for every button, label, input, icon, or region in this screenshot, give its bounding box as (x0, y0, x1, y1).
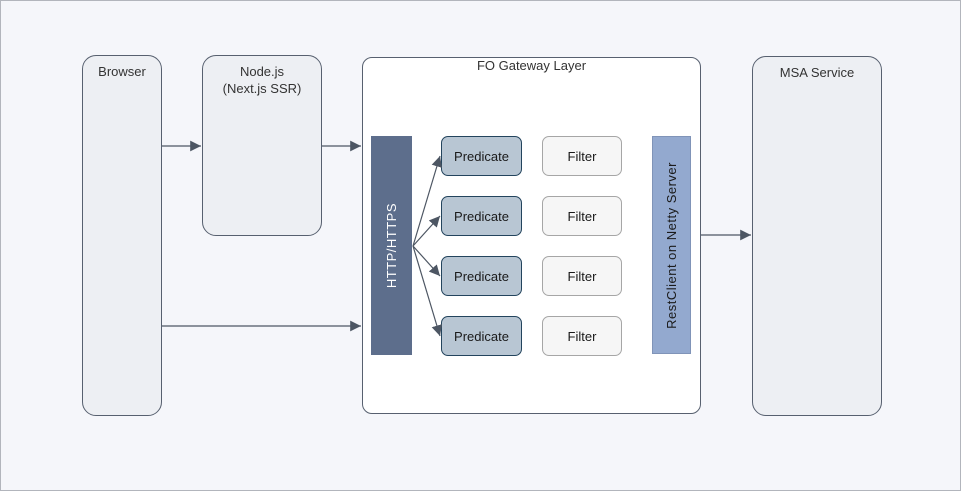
filter-label-3: Filter (567, 268, 597, 284)
predicate-box-2: Predicate (441, 196, 522, 236)
filter-label-1: Filter (567, 148, 597, 164)
filter-box-1: Filter (542, 136, 622, 176)
predicate-label-2: Predicate (454, 208, 509, 224)
container-fo-gateway-layer: FO Gateway Layer (362, 57, 701, 414)
node-browser: Browser (82, 55, 162, 416)
filter-box-3: Filter (542, 256, 622, 296)
bar-restclient-netty-label: RestClient on Netty Server (664, 161, 679, 329)
predicate-label-1: Predicate (454, 148, 509, 164)
node-nodejs: Node.js (Next.js SSR) (202, 55, 322, 236)
bar-http-https-label: HTTP/HTTPS (384, 202, 399, 289)
filter-label-2: Filter (567, 208, 597, 224)
node-browser-label: Browser (98, 64, 146, 79)
bar-restclient-netty: RestClient on Netty Server (652, 136, 691, 354)
predicate-box-4: Predicate (441, 316, 522, 356)
filter-label-4: Filter (567, 328, 597, 344)
predicate-box-1: Predicate (441, 136, 522, 176)
node-nodejs-label: Node.js (239, 64, 285, 79)
node-nodejs-sublabel: (Next.js SSR) (222, 80, 302, 96)
predicate-label-3: Predicate (454, 268, 509, 284)
filter-box-4: Filter (542, 316, 622, 356)
bar-http-https: HTTP/HTTPS (371, 136, 412, 355)
filter-box-2: Filter (542, 196, 622, 236)
node-msa-service: MSA Service (752, 56, 882, 416)
predicate-label-4: Predicate (454, 328, 509, 344)
node-msa-service-label: MSA Service (779, 65, 855, 80)
predicate-box-3: Predicate (441, 256, 522, 296)
gateway-title: FO Gateway Layer (476, 58, 587, 73)
